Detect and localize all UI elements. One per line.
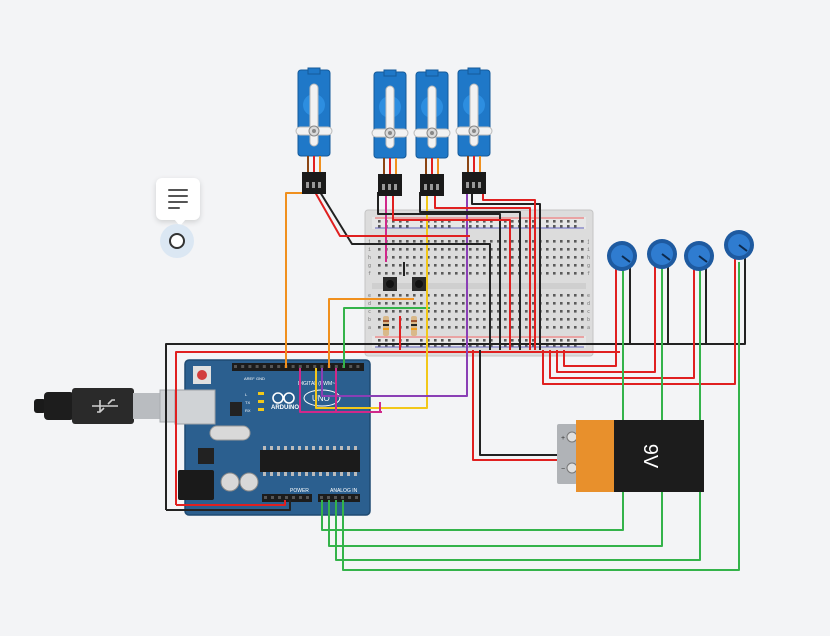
- resistor[interactable]: [411, 316, 417, 336]
- wire-red: [176, 500, 286, 506]
- note-anchor-handle[interactable]: [160, 224, 194, 258]
- svg-text:e: e: [368, 293, 371, 299]
- note-button[interactable]: [156, 178, 200, 226]
- wire-black: [375, 243, 491, 350]
- analog-label: ANALOG IN: [330, 488, 358, 494]
- power-label: POWER: [290, 488, 309, 494]
- wire-green: [343, 307, 430, 368]
- analog-header: [318, 494, 360, 502]
- wire-purple: [321, 185, 468, 397]
- svg-text:a: a: [368, 325, 371, 331]
- wire-black: [479, 350, 560, 456]
- wire-green: [328, 262, 663, 547]
- svg-text:GND: GND: [256, 376, 265, 381]
- note-anchor-icon: [169, 233, 185, 249]
- servo-motor[interactable]: [413, 69, 451, 196]
- svg-text:c: c: [587, 309, 590, 315]
- servo-motor[interactable]: [295, 67, 333, 194]
- wire-green: [342, 262, 740, 571]
- wire-red: [392, 192, 511, 350]
- wire-magenta: [299, 368, 382, 413]
- digital-label: DIGITAL (PWM~): [298, 381, 337, 387]
- servo-motor[interactable]: [371, 69, 409, 196]
- svg-text:j: j: [368, 239, 371, 245]
- battery-plus-label: +: [561, 435, 565, 442]
- svg-text:a: a: [587, 325, 590, 331]
- battery-minus-label: −: [561, 466, 565, 473]
- wire-black: [165, 258, 746, 510]
- capacitor: [220, 472, 240, 492]
- svg-text:i: i: [587, 247, 590, 253]
- svg-text:b: b: [368, 317, 371, 323]
- wire-green: [321, 262, 624, 531]
- arduino-uno-board[interactable]: ARDUINO UNO DIGITAL (PWM~) POWER ANALOG …: [174, 359, 371, 516]
- push-button[interactable]: [412, 277, 426, 291]
- svg-text:TX: TX: [245, 400, 250, 405]
- battery-9v[interactable]: + − 9V: [557, 420, 704, 492]
- wires[interactable]: [165, 185, 746, 571]
- svg-text:c: c: [368, 309, 371, 315]
- usb-icon: [92, 399, 118, 413]
- servo-group[interactable]: [295, 67, 493, 196]
- svg-text:d: d: [587, 301, 590, 307]
- svg-text:d: d: [368, 301, 371, 307]
- svg-text:g: g: [368, 263, 371, 269]
- wire-green: [335, 262, 701, 561]
- servo-motor[interactable]: [455, 67, 493, 194]
- wire-red: [556, 258, 656, 373]
- crystal: [209, 425, 251, 441]
- battery-voltage-label: 9V: [639, 444, 661, 469]
- svg-text:AREF: AREF: [244, 376, 255, 381]
- potentiometer[interactable]: [607, 241, 637, 271]
- potentiometer-group[interactable]: [607, 230, 754, 271]
- wire-red: [563, 258, 617, 367]
- digital-header: [232, 363, 364, 371]
- wire-black: [166, 500, 291, 511]
- svg-text:j: j: [587, 239, 590, 245]
- wire-black: [419, 192, 521, 350]
- svg-text:UNO: UNO: [312, 394, 330, 403]
- capacitor: [239, 472, 259, 492]
- potentiometer[interactable]: [647, 239, 677, 269]
- wire-black: [471, 192, 541, 350]
- wire-red: [472, 350, 560, 461]
- wire-orange: [328, 298, 414, 368]
- potentiometer[interactable]: [684, 241, 714, 271]
- resistor[interactable]: [383, 316, 389, 336]
- potentiometer[interactable]: [724, 230, 754, 260]
- svg-text:f: f: [587, 271, 590, 277]
- power-jack: [178, 470, 214, 500]
- svg-text:h: h: [587, 255, 590, 261]
- voltage-regulator: [198, 448, 214, 464]
- usb-socket: [174, 389, 216, 425]
- atmega-chip: [260, 450, 360, 472]
- wire-red: [542, 258, 736, 385]
- svg-text:h: h: [368, 255, 371, 261]
- push-button[interactable]: [383, 277, 397, 291]
- svg-text:f: f: [368, 271, 371, 277]
- wire-black: [319, 191, 375, 245]
- wire-red: [434, 192, 531, 350]
- svg-text:g: g: [587, 263, 590, 269]
- wire-orange: [285, 192, 308, 368]
- wire-black: [377, 192, 501, 350]
- wire-red: [482, 192, 536, 350]
- svg-text:b: b: [587, 317, 590, 323]
- wire-yellow: [315, 192, 428, 409]
- wire-red: [314, 191, 378, 237]
- svg-text:e: e: [587, 293, 590, 299]
- arduino-brand-label: ARDUINO: [271, 405, 299, 411]
- svg-text:RX: RX: [245, 408, 251, 413]
- svg-text:L: L: [245, 392, 248, 397]
- arduino-logo: [272, 392, 295, 404]
- svg-text:i: i: [368, 247, 371, 253]
